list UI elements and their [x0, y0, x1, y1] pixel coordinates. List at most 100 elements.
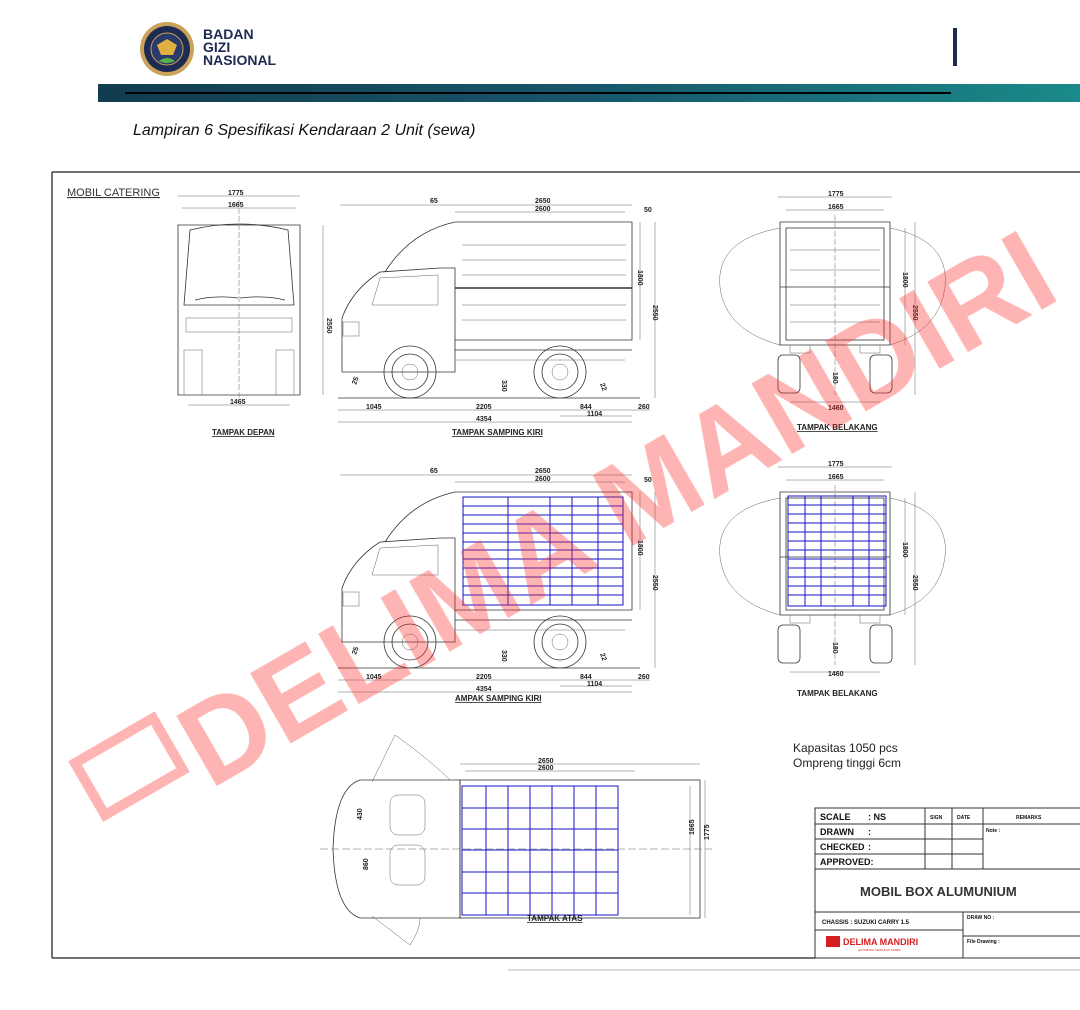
drawing-heading: MOBIL CATERING	[67, 187, 160, 199]
dim-label: 50	[644, 207, 652, 214]
dim-label: 1460	[828, 405, 844, 412]
view-label: TAMPAK DEPAN	[212, 428, 275, 437]
dim-label: 1775	[828, 191, 844, 198]
draw-no-label: DRAW NO :	[967, 915, 995, 921]
dim-label: 860	[363, 858, 370, 870]
dim-label: 2600	[538, 765, 554, 772]
dim-label: 1465	[230, 399, 246, 406]
tray-grid-rear	[787, 495, 887, 607]
bgn-emblem-icon	[140, 22, 194, 76]
attachment-caption: Lampiran 6 Spesifikasi Kendaraan 2 Unit …	[133, 122, 476, 139]
rear-view-1: 1775 1665 1800 2550 180 1460 TAMPAK BELA…	[719, 191, 946, 432]
dim-label: 1104	[587, 681, 602, 688]
drawn-label: DRAWN	[820, 827, 854, 837]
dim-label: 180	[831, 372, 838, 384]
dim-label: 2650	[535, 468, 551, 475]
dim-label: 65	[430, 468, 438, 475]
dim-label: 2550	[651, 575, 658, 591]
dim-label: 844	[580, 674, 592, 681]
dim-label: 1800	[636, 540, 643, 556]
dim-label: 2550	[325, 318, 332, 334]
scale-value: : NS	[868, 812, 886, 822]
dim-label: 1045	[366, 404, 382, 411]
view-label: TAMPAK BELAKANG	[797, 689, 878, 698]
dim-label: 1665	[228, 202, 244, 209]
checked-label: CHECKED	[820, 842, 865, 852]
dim-label: 1775	[228, 190, 244, 197]
dim-label: 1665	[828, 474, 844, 481]
view-label: TAMPAK SAMPING KIRI	[452, 428, 543, 437]
company-name: DELIMA MANDIRI	[843, 937, 918, 947]
drawing-title: MOBIL BOX ALUMUNIUM	[860, 884, 1017, 899]
bgn-logo	[139, 21, 195, 77]
org-name: BADAN GIZI NASIONAL	[203, 26, 277, 68]
title-block	[814, 807, 1080, 959]
dim-label: 1045	[366, 674, 382, 681]
org-name-line: NASIONAL	[203, 52, 277, 68]
dim-label: 330	[500, 380, 507, 392]
company-logo: DELIMA MANDIRI AUTOBODY MANUFACTURER	[826, 936, 918, 952]
header-divider	[953, 28, 957, 66]
dim-label: 1800	[636, 270, 643, 286]
company-tagline: AUTOBODY MANUFACTURER	[858, 948, 901, 952]
rear-view-2: 1665 1800 2550 180 1460 1775 TAMPAK BELA…	[719, 461, 946, 698]
sign-header: SIGN	[930, 815, 943, 821]
view-label: TAMPAK ATAS	[527, 914, 583, 923]
dim-label: 4354	[476, 416, 492, 423]
dim-label: 2550	[651, 305, 658, 321]
side-view-2: 65 2650 2600 50 1800 2550 1045 2205 844 …	[337, 468, 658, 703]
dim-label: 25	[351, 376, 360, 386]
view-label: AMPAK SAMPING KIRI	[455, 694, 542, 703]
dim-label: 1800	[901, 542, 908, 558]
date-header: DATE	[957, 815, 971, 821]
dim-label: 2550	[911, 305, 918, 321]
org-name-line: BADAN	[203, 26, 254, 42]
checked-value: :	[868, 842, 871, 852]
remarks-header: REMARKS	[1016, 815, 1042, 821]
side-view-1: 65 2650 2600 50 1800 2550 1045 2205 844 …	[337, 198, 658, 437]
tray-grid-top	[461, 785, 619, 916]
dim-label: 1800	[901, 272, 908, 288]
scale-label: SCALE	[820, 812, 851, 822]
top-view: 2650 2600 1665 1775 430 860 TAMPAK ATAS	[320, 734, 712, 946]
dim-label: 260	[638, 674, 650, 681]
note-label: Note :	[986, 828, 1001, 834]
tray-grid-side	[462, 496, 624, 606]
dim-label: 430	[357, 808, 364, 820]
dim-label: 4354	[476, 686, 492, 693]
dim-label: 2650	[535, 198, 551, 205]
dim-label: 2650	[538, 758, 554, 765]
dim-label: 1775	[704, 824, 711, 840]
approved-label: APPROVED:	[820, 857, 874, 867]
dim-label: 25	[351, 646, 360, 656]
dim-label: 2550	[911, 575, 918, 591]
dim-label: 22	[598, 382, 607, 392]
dim-label: 180	[831, 642, 838, 654]
dim-label: 260	[638, 404, 650, 411]
capacity-note: Kapasitas 1050 pcs	[793, 741, 898, 755]
dim-label: 2600	[535, 206, 551, 213]
drawn-value: :	[868, 827, 871, 837]
chassis-label: CHASSIS : SUZUKI CARRY 1.5	[822, 920, 910, 926]
tray-height-note: Ompreng tinggi 6cm	[793, 756, 901, 770]
dim-label: 844	[580, 404, 592, 411]
dim-label: 50	[644, 477, 652, 484]
dim-label: 65	[430, 198, 438, 205]
dim-label: 2205	[476, 674, 492, 681]
view-label: TAMPAK BELAKANG	[797, 423, 878, 432]
dim-label: 1665	[689, 819, 696, 835]
front-view: 1775 1665 2550 1465 TAMPAK DEPAN	[177, 190, 332, 437]
watermark-text: DELIMA MANDIRI	[157, 205, 1076, 812]
file-drawing-label: File Drawing :	[967, 939, 1000, 945]
dim-label: 2600	[535, 476, 551, 483]
company-logo-icon	[826, 936, 840, 947]
dim-label: 1775	[828, 461, 844, 468]
dim-label: 2205	[476, 404, 492, 411]
org-name-line: GIZI	[203, 39, 231, 55]
dim-label: 330	[500, 650, 507, 662]
dim-label: 1104	[587, 411, 602, 418]
header-rule	[125, 92, 951, 94]
watermark-logo-icon	[68, 711, 190, 822]
dim-label: 1460	[828, 671, 844, 678]
